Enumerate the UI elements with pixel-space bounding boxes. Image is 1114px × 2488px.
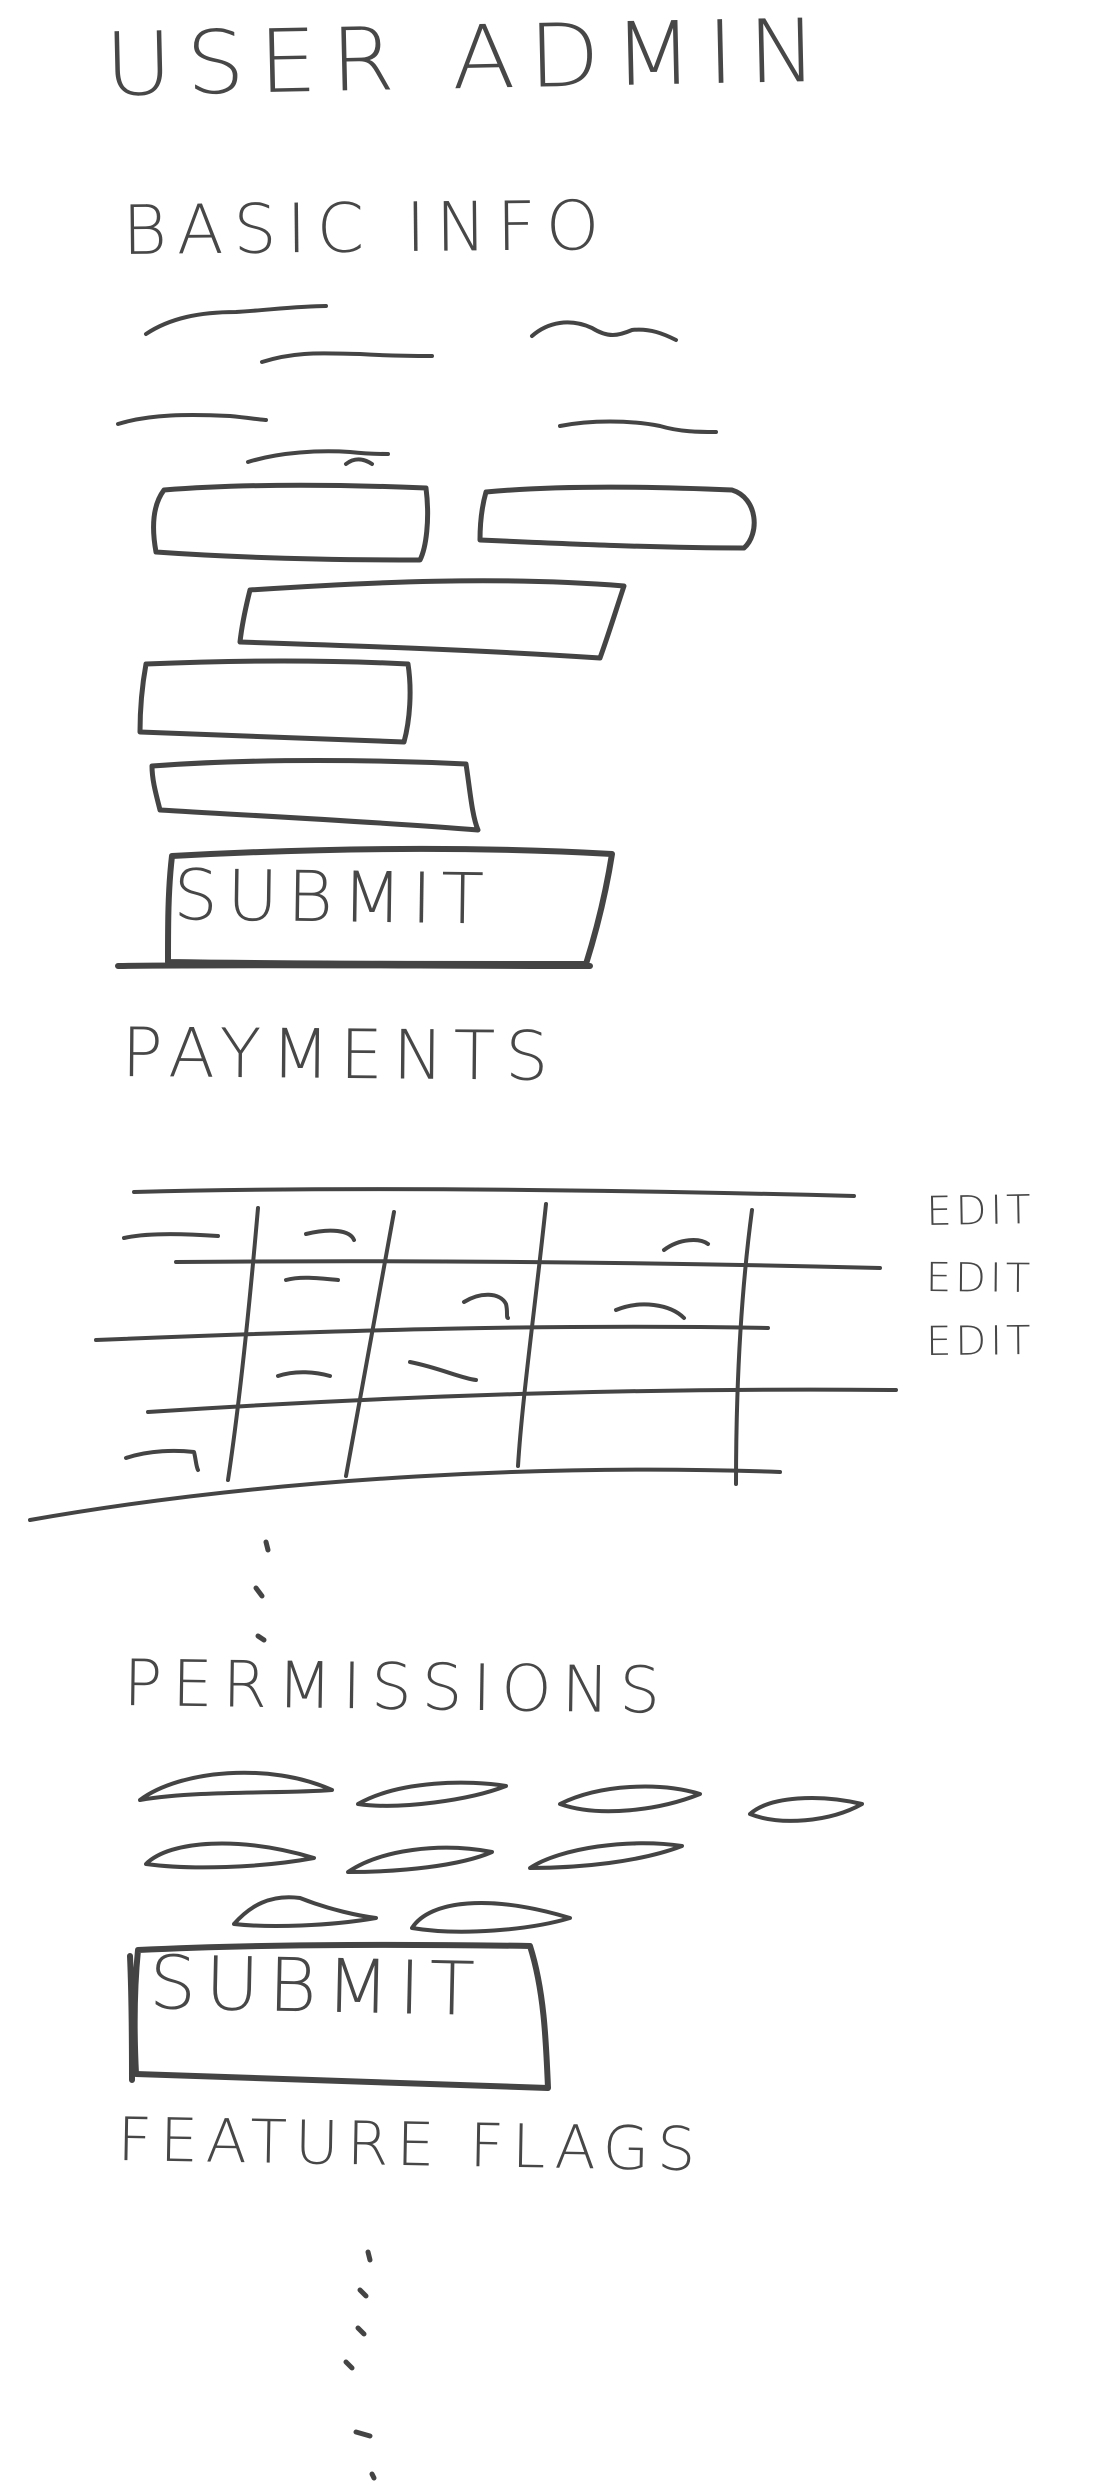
address-input[interactable] xyxy=(149,758,481,833)
table-line xyxy=(146,1387,898,1414)
payments-table xyxy=(28,1187,898,1522)
phone-input[interactable] xyxy=(137,658,413,745)
payments-cells xyxy=(122,1228,710,1472)
permission-option[interactable] xyxy=(558,1784,702,1814)
permission-option[interactable] xyxy=(232,1895,378,1928)
basic-info-field-labels xyxy=(116,304,718,466)
table-col xyxy=(734,1208,754,1486)
basic-info-submit-button[interactable] xyxy=(115,845,615,969)
permission-option[interactable] xyxy=(138,1770,334,1802)
cell-value xyxy=(662,1238,710,1252)
permission-option[interactable] xyxy=(144,1841,316,1870)
feature-flags-more-dots xyxy=(343,2249,377,2481)
basic-info-title: BASIC INFO xyxy=(121,186,610,271)
table-line xyxy=(28,1467,782,1522)
permissions-submit-button[interactable] xyxy=(127,1941,551,2091)
cell-value xyxy=(124,1448,200,1472)
cell-value xyxy=(462,1292,510,1320)
permissions-title: PERMISSIONS xyxy=(123,1647,671,1729)
permission-option[interactable] xyxy=(748,1796,864,1823)
first-name-input[interactable] xyxy=(151,482,431,563)
table-col xyxy=(226,1206,260,1482)
label-squiggle xyxy=(246,449,390,464)
label-squiggle xyxy=(116,412,268,426)
table-line xyxy=(94,1324,770,1342)
payment-row-edit-link[interactable]: EDIT xyxy=(925,1318,1035,1365)
permission-option[interactable] xyxy=(356,1780,508,1808)
payments-title: PAYMENTS xyxy=(121,1014,559,1097)
label-squiggle xyxy=(344,457,374,466)
payment-row-edit-link[interactable]: EDIT xyxy=(925,1255,1035,1302)
table-line xyxy=(132,1187,856,1198)
table-col xyxy=(344,1210,396,1478)
feature-flags-title: FEATURE FLAGS xyxy=(116,2105,704,2186)
basic-info-inputs xyxy=(137,482,757,833)
cell-value xyxy=(304,1228,356,1242)
cell-value xyxy=(276,1370,332,1378)
label-squiggle xyxy=(558,419,718,434)
payments-more-dots xyxy=(253,1539,271,1643)
page-title: USER ADMIN xyxy=(103,0,833,117)
email-input[interactable] xyxy=(237,578,627,661)
label-squiggle xyxy=(144,304,328,336)
permission-option[interactable] xyxy=(410,1901,572,1934)
table-col xyxy=(516,1202,548,1468)
cell-value xyxy=(614,1302,686,1320)
permission-option[interactable] xyxy=(346,1845,494,1874)
permissions-options xyxy=(138,1770,864,1934)
label-squiggle xyxy=(530,320,678,342)
cell-value xyxy=(122,1232,220,1240)
cell-value xyxy=(284,1275,340,1282)
last-name-input[interactable] xyxy=(477,484,757,551)
cell-value xyxy=(408,1360,478,1382)
permission-option[interactable] xyxy=(528,1841,684,1870)
label-squiggle xyxy=(260,351,434,364)
table-line xyxy=(174,1259,882,1270)
payment-row-edit-link[interactable]: EDIT xyxy=(925,1187,1036,1235)
